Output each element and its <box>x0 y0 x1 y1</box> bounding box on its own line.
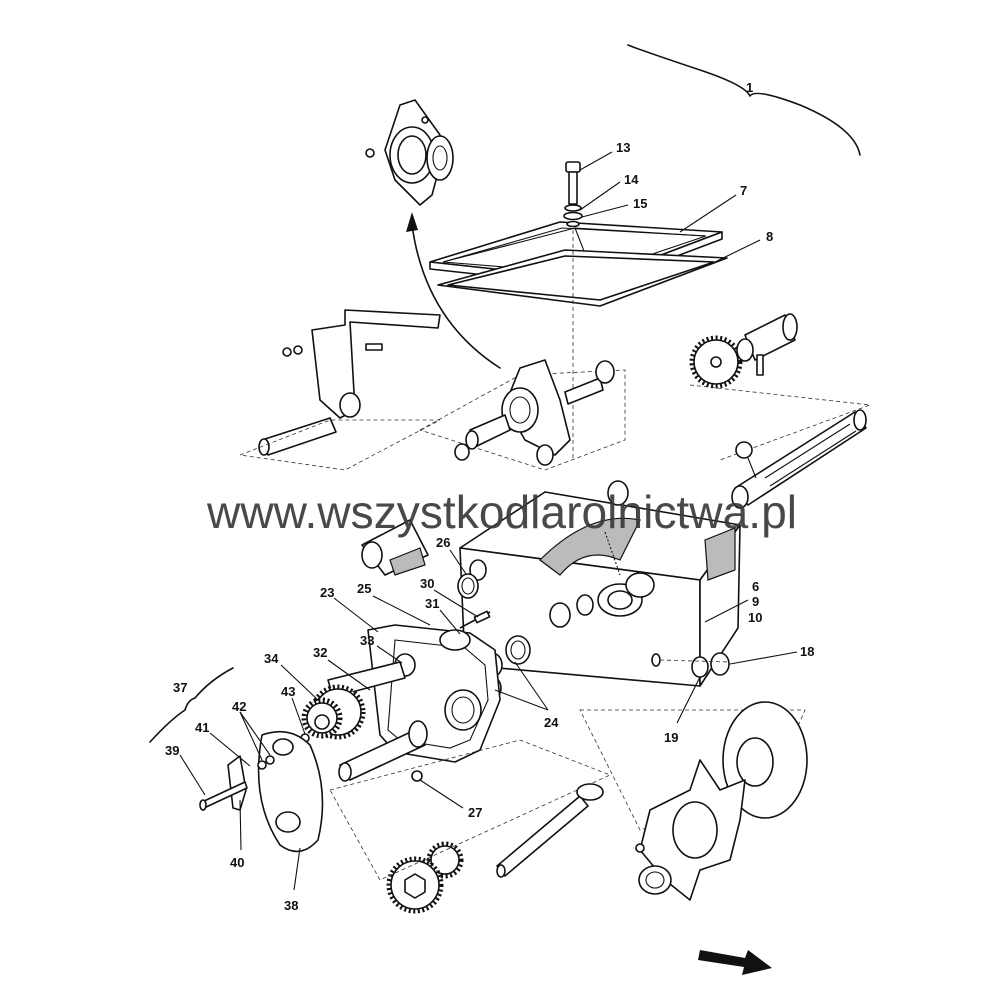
leader-lines <box>179 151 798 891</box>
label-19: 19 <box>664 730 678 745</box>
lever-arm <box>238 309 441 471</box>
label-39: 39 <box>165 743 179 758</box>
label-26: 26 <box>436 535 450 550</box>
direction-arrow-icon <box>698 950 772 975</box>
label-34: 34 <box>264 651 279 666</box>
label-33: 33 <box>360 633 374 648</box>
detail-arrow <box>411 224 501 369</box>
pin-shaft <box>496 783 604 878</box>
label-15: 15 <box>633 196 647 211</box>
label-24: 24 <box>544 715 559 730</box>
label-23: 23 <box>320 585 334 600</box>
label-31: 31 <box>425 596 439 611</box>
cam-assembly <box>579 701 808 901</box>
label-25: 25 <box>357 581 371 596</box>
label-42: 42 <box>232 699 246 714</box>
label-8: 8 <box>766 229 773 244</box>
label-10: 10 <box>748 610 762 625</box>
bottom-gear-pair <box>386 841 464 914</box>
gear-shaft <box>300 661 428 782</box>
plug-part-18 <box>710 652 730 676</box>
shaft-coupling <box>361 519 429 576</box>
label-27: 27 <box>468 805 482 820</box>
label-14: 14 <box>624 172 639 187</box>
bearing-bracket-detail <box>365 99 454 206</box>
label-6: 6 <box>752 579 759 594</box>
disc-assembly <box>199 730 324 853</box>
label-43: 43 <box>281 684 295 699</box>
label-30: 30 <box>420 576 434 591</box>
side-cover <box>367 610 501 763</box>
sprocket <box>689 313 798 389</box>
label-1: 1 <box>746 80 753 95</box>
label-40: 40 <box>230 855 244 870</box>
bolt-part-13 <box>563 161 583 228</box>
assembly-bracket-1 <box>627 44 861 156</box>
label-37: 37 <box>173 680 187 695</box>
label-9: 9 <box>752 594 759 609</box>
washer-part-19 <box>691 656 709 678</box>
part-labels: 1 13 14 15 7 8 26 23 25 30 31 33 32 34 3… <box>165 80 814 913</box>
selector-mechanism <box>418 359 626 471</box>
label-32: 32 <box>313 645 327 660</box>
label-18: 18 <box>800 644 814 659</box>
label-13: 13 <box>616 140 630 155</box>
assembly-bracket-37 <box>149 667 234 743</box>
splined-shaft <box>731 409 867 509</box>
watermark: www.wszystkodlarolnictwa.pl <box>206 486 797 538</box>
nut-part-27 <box>411 770 423 782</box>
label-7: 7 <box>740 183 747 198</box>
gasket-part-8 <box>437 249 728 307</box>
label-38: 38 <box>284 898 298 913</box>
label-41: 41 <box>195 720 209 735</box>
